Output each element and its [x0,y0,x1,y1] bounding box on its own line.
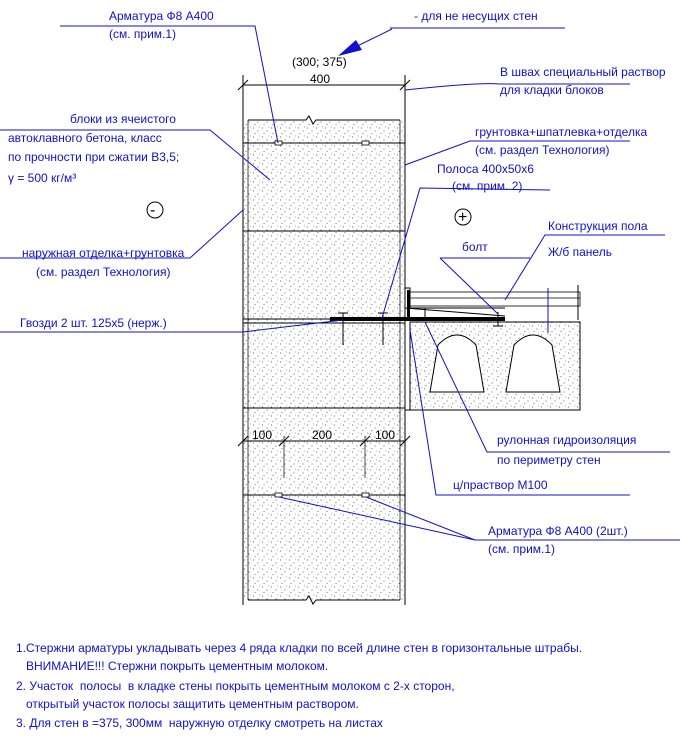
plus-sign: + [454,208,472,226]
rebar-bottom-note: (см. прим.1) [488,542,555,556]
floor-label: Конструкция пола [548,219,648,233]
nonbearing-label: - для не несущих стен [414,9,538,23]
hollow-core-panel [405,321,581,411]
notes: 1.Стержни арматуры укладывать через 4 ря… [16,641,582,730]
blocks-label-3: по прочности при сжатии B3,5; [8,150,179,164]
strip-label-2: (см. прим. 2) [452,179,522,193]
dim-100b: 100 [375,428,395,442]
blocks-label-4: γ = 500 кг/м³ [8,171,76,185]
waterproof-label-1: рулонная гидроизоляция [497,433,636,447]
panel-label: Ж/б панель [548,245,612,259]
svg-text:+: + [458,209,467,226]
svg-text:-: - [150,202,155,219]
outer-finish-label-1: наружная отделка+грунтовка [22,246,185,260]
blocks-label-1: блоки из ячеистого [70,112,176,126]
outer-finish-label-2: (см. раздел Технология) [36,265,170,279]
dim-400-label: 400 [310,72,330,86]
note-2-cont: открытый участок полосы защитить цементн… [16,697,359,711]
bolt-label: болт [462,240,488,254]
note-1-warning: ВНИМАНИЕ!!! Стержни покрыть цементным мо… [16,659,328,673]
note-1: 1.Стержни арматуры укладывать через 4 ря… [16,641,582,655]
rebar-bottom [274,492,370,498]
aerated-concrete-wall [242,75,406,605]
mortar-label-1: В швах специальный раствор [500,65,666,79]
bolt [493,312,503,327]
blocks-label-2: автоклавного бетона, класс [8,131,162,145]
dimension-400: 400 (300; 375) [237,55,411,91]
plaster-label: ц/пpаствор М100 [453,478,548,492]
dimension-100-200-100: 100 200 100 [237,428,411,478]
nails-label: Гвозди 2 шт. 125х5 (нерж.) [20,316,167,330]
rebar-top-label: Арматура Ф8 А400 [109,9,214,23]
rebar-top-note: (см. прим.1) [109,27,176,41]
rebar-top [274,140,370,146]
primer-label-2: (см. раздел Технология) [475,143,609,157]
dim-100a: 100 [252,428,272,442]
note-3: 3. Для стен в =375, 300мм наружную отдел… [16,716,383,730]
mortar-label-2: для кладки блоков [500,83,604,97]
thickness-alt-label: (300; 375) [292,55,347,69]
floor-construction [409,285,581,320]
note-2: 2. Участок полосы в кладке стены покрыть… [16,679,455,693]
rebar-bottom-label: Арматура Ф8 А400 (2шт.) [488,524,628,538]
waterproof-label-2: по периметру стен [497,453,601,467]
nonbearing-arrow [338,28,393,56]
primer-label-1: грунтовка+шпатлевка+отделка [475,125,647,139]
strip-label-1: Полоса 400х50х6 [437,162,534,176]
leader-lines [0,25,680,541]
labels: Арматура Ф8 А400 (см. прим.1) - для не н… [8,9,666,556]
dim-200: 200 [312,428,332,442]
minus-sign: - [146,201,164,219]
